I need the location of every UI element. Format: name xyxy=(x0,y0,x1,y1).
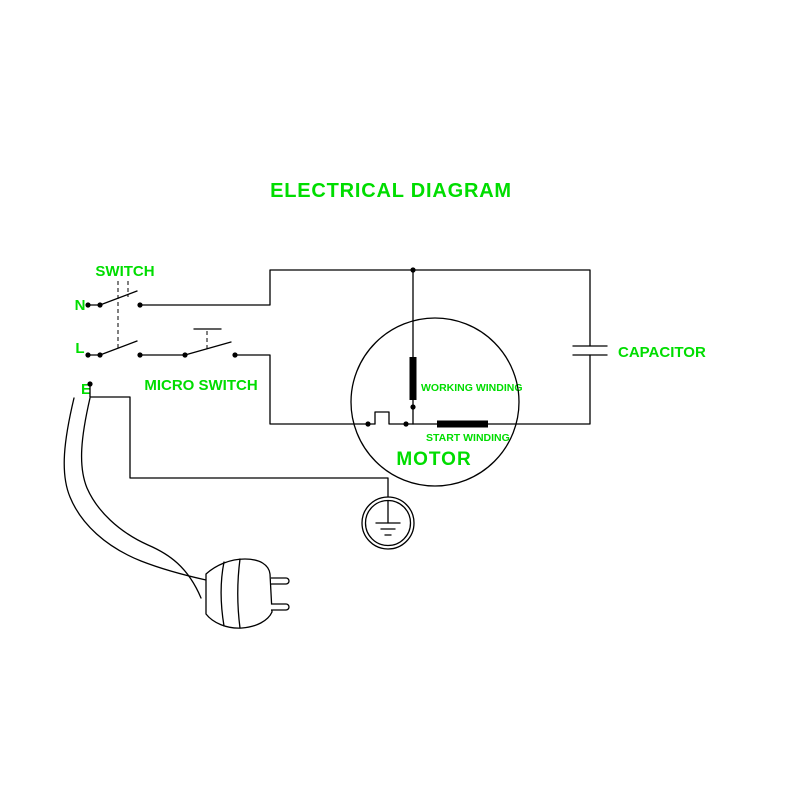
circuit-wires xyxy=(87,269,591,498)
terminal-n-label: N xyxy=(75,297,86,314)
working-winding-label: WORKING WINDING xyxy=(421,382,523,394)
terminal-e-label: E xyxy=(81,381,91,398)
switch-linkages xyxy=(117,281,208,350)
terminal-l-label: L xyxy=(75,340,84,357)
motor-circle xyxy=(350,317,520,487)
switch-label: SWITCH xyxy=(95,263,154,280)
cord-outline-inner xyxy=(80,397,202,599)
ground-outer-circle xyxy=(361,496,415,550)
junction-dots xyxy=(85,267,416,427)
diagram-title: ELECTRICAL DIAGRAM xyxy=(270,180,512,202)
centrifugal-switch-contact xyxy=(374,411,414,425)
dot-top-junction xyxy=(410,267,416,273)
dot-e-terminal xyxy=(87,381,93,387)
motor-label: MOTOR xyxy=(396,449,471,470)
mains-plug xyxy=(205,558,290,629)
dot-switch-n-left xyxy=(97,302,103,308)
capacitor-symbol xyxy=(572,345,608,356)
dot-switch-l-right xyxy=(137,352,143,358)
plug-body-detail-1 xyxy=(220,561,225,627)
plug-pin-bottom xyxy=(271,603,290,611)
dot-centrifugal-right xyxy=(403,421,409,427)
ground-symbol xyxy=(361,496,415,550)
dot-centrifugal-left xyxy=(365,421,371,427)
wire-start-winding-to-capacitor xyxy=(487,354,591,425)
start-winding-label: START WINDING xyxy=(426,432,510,444)
plug-body-detail-2 xyxy=(237,558,241,629)
dot-n-terminal xyxy=(85,302,91,308)
cord-outline-outer xyxy=(63,397,207,581)
dot-winding-junction xyxy=(410,404,416,410)
capacitor-label: CAPACITOR xyxy=(618,344,706,361)
micro-switch-blade xyxy=(184,341,232,356)
dot-l-terminal xyxy=(85,352,91,358)
dot-microswitch-right xyxy=(232,352,238,358)
start-winding-bar xyxy=(437,420,488,428)
working-winding-bar xyxy=(409,357,417,400)
wire-l-to-motor xyxy=(234,354,376,425)
wire-earth-to-ground xyxy=(89,383,389,498)
dot-switch-n-right xyxy=(137,302,143,308)
wire-n-to-capacitor-top xyxy=(139,269,591,347)
power-cord xyxy=(63,397,207,599)
micro-switch-label: MICRO SWITCH xyxy=(144,377,257,394)
dot-microswitch-left xyxy=(182,352,188,358)
dot-switch-l-left xyxy=(97,352,103,358)
plug-pin-top xyxy=(271,577,290,585)
